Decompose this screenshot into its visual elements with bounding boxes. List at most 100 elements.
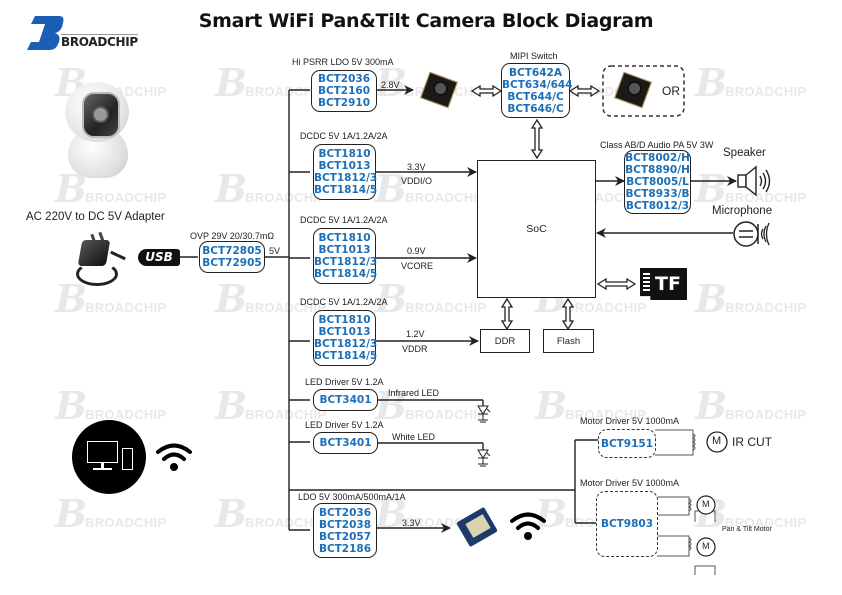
white-led-symbol xyxy=(477,449,491,467)
part-number: BCT1814/5 xyxy=(314,184,378,196)
ldo-wifi-chip: BCT2036 BCT2038 BCT2057 BCT2186 xyxy=(313,503,377,558)
ovp-spec: OVP 29V 20/30.7mΩ xyxy=(190,231,275,241)
ddr-voltage: 1.2V xyxy=(406,329,425,339)
ddr-block: DDR xyxy=(480,329,530,353)
ddr-rail: VDDR xyxy=(402,344,428,354)
infrared-led-symbol xyxy=(477,405,491,423)
logo-b-icon xyxy=(27,16,64,50)
part-number: BCT1810 xyxy=(318,148,371,160)
led-ir-spec: LED Driver 5V 1.2A xyxy=(305,377,384,387)
part-number: BCT1810 xyxy=(318,314,371,326)
alt-camera-box xyxy=(602,65,685,117)
camera-voltage: 2.8V xyxy=(381,80,400,90)
dcdc-io-chip: BCT1810 BCT1013 BCT1812/3 BCT1814/5 xyxy=(313,144,378,200)
ircut-motor-symbol: M xyxy=(712,435,722,447)
camera-product-image xyxy=(62,80,134,180)
part-number: BCT72905 xyxy=(202,257,262,269)
tilt-motor-icon xyxy=(696,537,716,557)
part-number: BCT1810 xyxy=(318,232,371,244)
ircut-label: IR CUT xyxy=(732,435,772,449)
speaker-icon xyxy=(737,165,771,197)
pan-motor-icon xyxy=(696,495,716,515)
part-number: BCT8005/L xyxy=(626,176,689,188)
flash-block: Flash xyxy=(543,329,594,353)
part-number: BCT634/644 xyxy=(502,78,573,91)
or-label: OR xyxy=(662,84,680,98)
alt-camera-module-icon xyxy=(612,71,654,109)
core-voltage: 0.9V xyxy=(407,246,426,256)
wifi-icon xyxy=(156,443,192,471)
audio-pa-chip: BCT8002/H BCT8890/H BCT8005/L BCT8933/B … xyxy=(624,150,691,214)
wifi-signal-icon xyxy=(510,512,546,540)
part-number: BCT2186 xyxy=(318,542,372,555)
soc-block: SoC xyxy=(477,160,596,298)
part-number: BCT1812/3 xyxy=(314,172,378,184)
io-voltage: 3.3V xyxy=(407,162,426,172)
part-number: BCT3401 xyxy=(319,394,372,406)
pantilt-label: Pan & Tilt Motor xyxy=(722,526,772,533)
mipi-switch-chip: BCT642A BCT634/644 BCT644/C BCT646/C xyxy=(501,63,573,118)
core-rail: VCORE xyxy=(401,261,434,271)
part-number: BCT1013 xyxy=(318,326,371,338)
part-number: BCT8012/3 xyxy=(625,200,690,212)
ircut-coil xyxy=(655,429,696,456)
part-number: BCT9151 xyxy=(600,437,654,450)
power-adapter-icon xyxy=(72,230,130,286)
wifi-module-icon xyxy=(455,505,501,551)
dcdc-io-spec: DCDC 5V 1A/1.2A/2A xyxy=(300,131,388,141)
motor-ircut-chip: BCT9151 xyxy=(598,429,656,458)
dcdc-core-spec: DCDC 5V 1A/1.2A/2A xyxy=(300,215,388,225)
part-number: BCT2057 xyxy=(318,530,372,543)
led-ir-chip: BCT3401 xyxy=(313,389,378,411)
part-number: BCT2036 xyxy=(318,506,372,519)
part-number: BCT1013 xyxy=(318,160,371,172)
dcdc-ddr-chip: BCT1810 BCT1013 BCT1812/3 BCT1814/5 xyxy=(313,310,377,366)
part-number: BCT1814/5 xyxy=(314,268,378,280)
part-number: BCT8002/H xyxy=(625,152,690,164)
tf-card-label: TF xyxy=(655,273,681,295)
ldo-camera-spec: Hi PSRR LDO 5V 300mA xyxy=(292,57,394,67)
ldo-wifi-spec: LDO 5V 300mA/500mA/1A xyxy=(298,492,406,502)
microphone-label: Microphone xyxy=(712,205,773,217)
motor-pantilt-spec: Motor Driver 5V 1000mA xyxy=(580,478,680,488)
part-number: BCT8890/H xyxy=(625,164,690,176)
camera-module-icon xyxy=(418,71,460,109)
ircut-motor-icon xyxy=(706,431,728,453)
part-number: BCT9803 xyxy=(600,518,654,530)
part-number: BCT2910 xyxy=(317,97,371,109)
ldo-camera-chip: BCT2036 BCT2160 BCT2910 xyxy=(311,70,377,112)
part-number: BCT2036 xyxy=(317,73,371,85)
part-number: BCT72805 xyxy=(202,245,262,257)
tilt-motor-symbol: M xyxy=(702,541,710,551)
wifi-voltage: 3.3V xyxy=(402,518,421,528)
part-number: BCT642A xyxy=(509,66,562,79)
part-number: BCT1013 xyxy=(318,244,371,256)
motor-pantilt-chip: BCT9803 xyxy=(596,491,658,557)
usb-badge: USB xyxy=(138,249,180,266)
ovp-chip: BCT72805 BCT72905 xyxy=(199,241,265,273)
page-title: Smart WiFi Pan&Tilt Camera Block Diagram xyxy=(198,10,654,32)
motor-ircut-spec: Motor Driver 5V 1000mA xyxy=(580,416,680,426)
microphone-icon xyxy=(733,221,770,247)
part-number: BCT8933/B xyxy=(625,188,690,200)
tf-card-icon: TF xyxy=(640,268,687,300)
logo-text: BROADCHIP xyxy=(61,34,138,49)
pan-motor-symbol: M xyxy=(702,499,710,509)
part-number: BCT646/C xyxy=(507,102,564,115)
part-number: BCT644/C xyxy=(507,90,564,103)
io-rail: VDDI/O xyxy=(401,176,433,186)
speaker-label: Speaker xyxy=(723,147,766,159)
part-number: BCT2160 xyxy=(317,85,371,97)
ovp-output-voltage: 5V xyxy=(269,246,281,256)
led-white-chip: BCT3401 xyxy=(313,432,378,454)
dcdc-core-chip: BCT1810 BCT1013 BCT1812/3 BCT1814/5 xyxy=(313,228,378,284)
audio-pa-spec: Class AB/D Audio PA 5V 3W xyxy=(600,140,714,150)
led-white-spec: LED Driver 5V 1.2A xyxy=(305,420,384,430)
mipi-switch-spec: MIPI Switch xyxy=(510,51,558,61)
broadchip-logo: BROADCHIP xyxy=(25,14,138,54)
infrared-led-label: Infrared LED xyxy=(388,388,440,398)
dcdc-ddr-spec: DCDC 5V 1A/1.2A/2A xyxy=(300,297,388,307)
white-led-label: White LED xyxy=(392,432,436,442)
part-number: BCT3401 xyxy=(319,437,372,449)
